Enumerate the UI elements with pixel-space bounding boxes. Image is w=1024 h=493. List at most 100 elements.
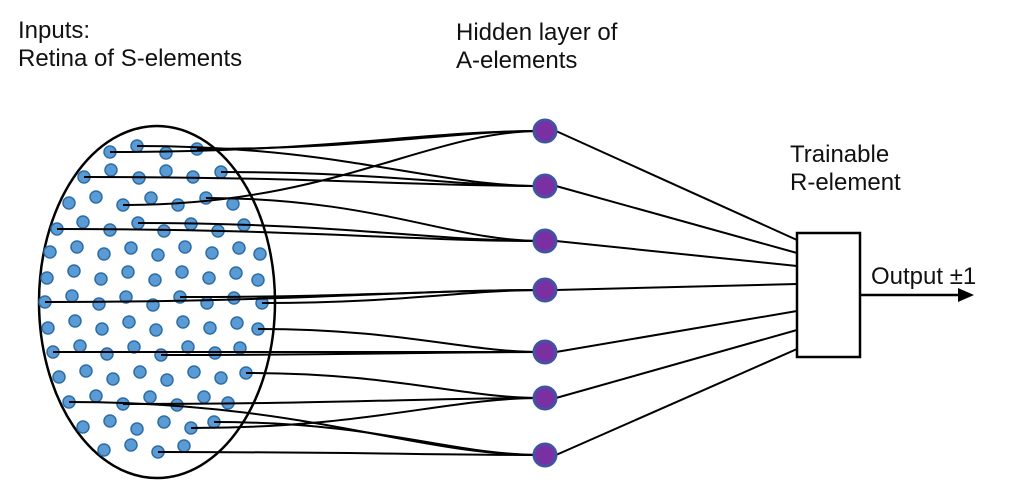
s-element-dot xyxy=(157,224,171,238)
s-dots-group xyxy=(38,139,269,459)
hidden-layer-label-line2: A-elements xyxy=(456,47,577,74)
s-element-dot xyxy=(203,321,217,335)
s-element-dot xyxy=(130,422,144,436)
s-a-connection xyxy=(157,451,542,456)
a-r-connection xyxy=(555,310,798,353)
s-a-connection xyxy=(122,130,542,206)
s-element-dot xyxy=(148,273,162,287)
s-a-connection xyxy=(261,289,542,304)
a-element-node xyxy=(532,277,558,303)
s-a-connection xyxy=(205,197,542,242)
s-element-dot xyxy=(92,297,106,311)
a-r-connection xyxy=(555,329,798,399)
s-element-dot xyxy=(68,314,82,328)
s-element-dot xyxy=(176,315,190,329)
r-box-group xyxy=(795,231,862,359)
s-element-dot xyxy=(76,215,90,229)
s-element-dot xyxy=(143,390,157,404)
s-a-connections-group xyxy=(44,130,542,456)
trainable-label-line2: R-element xyxy=(790,169,901,196)
s-element-dot xyxy=(41,321,55,335)
s-a-connection xyxy=(190,397,542,429)
s-element-dot xyxy=(100,347,114,361)
s-element-dot xyxy=(160,373,174,387)
a-elements-group xyxy=(532,118,558,468)
s-element-dot xyxy=(95,322,109,336)
s-element-dot xyxy=(177,439,191,453)
s-element-dot xyxy=(133,365,147,379)
s-element-dot xyxy=(52,370,66,384)
s-element-dot xyxy=(144,191,158,205)
s-element-dot xyxy=(97,443,111,457)
s-element-dot xyxy=(65,289,79,303)
s-element-dot xyxy=(253,247,267,261)
s-element-dot xyxy=(97,247,111,261)
s-element-dot xyxy=(151,248,165,262)
a-r-connection xyxy=(555,185,798,254)
trainable-label-line1: Trainable xyxy=(790,141,889,168)
s-element-dot xyxy=(205,246,219,260)
s-element-dot xyxy=(159,146,173,160)
s-element-dot xyxy=(76,420,90,434)
s-a-connection xyxy=(257,328,542,353)
output-label: Output ±1 xyxy=(871,263,976,290)
s-element-dot xyxy=(200,296,214,310)
output-arrowhead xyxy=(958,288,974,302)
a-r-connection xyxy=(555,348,798,456)
a-element-node xyxy=(532,173,558,199)
s-element-dot xyxy=(159,164,173,178)
a-element-node xyxy=(532,118,558,144)
s-element-dot xyxy=(67,264,81,278)
s-element-dot xyxy=(214,371,228,385)
s-a-connection xyxy=(245,372,542,399)
s-a-connection xyxy=(83,176,542,187)
s-element-dot xyxy=(104,163,118,177)
s-element-dot xyxy=(202,271,216,285)
s-element-dot xyxy=(251,273,265,287)
s-element-dot xyxy=(122,315,136,329)
a-r-connection xyxy=(555,240,798,267)
s-element-dot xyxy=(227,291,241,305)
a-element-node xyxy=(532,385,558,411)
s-element-dot xyxy=(178,240,192,254)
s-element-dot xyxy=(70,240,84,254)
s-element-dot xyxy=(171,198,185,212)
s-element-dot xyxy=(79,364,93,378)
s-element-dot xyxy=(43,245,57,259)
s-a-connection xyxy=(137,222,542,242)
s-a-connection xyxy=(196,130,542,150)
s-element-dot xyxy=(197,390,211,404)
s-element-dot xyxy=(89,389,103,403)
s-element-dot xyxy=(119,290,133,304)
s-element-dot xyxy=(89,190,103,204)
hidden-layer-label-line1: Hidden layer of xyxy=(456,19,618,46)
s-element-dot xyxy=(124,438,138,452)
s-element-dot xyxy=(62,196,76,210)
s-element-dot xyxy=(103,414,117,428)
s-element-dot xyxy=(226,197,240,211)
a-r-connections-group xyxy=(555,130,798,456)
a-element-node xyxy=(532,228,558,254)
s-a-connection xyxy=(68,401,542,456)
s-element-dot xyxy=(230,316,244,330)
inputs-label-line1: Inputs: xyxy=(18,17,90,44)
s-element-dot xyxy=(232,241,246,255)
s-element-dot xyxy=(187,365,201,379)
a-element-node xyxy=(532,339,558,365)
a-r-connection xyxy=(555,283,798,291)
s-element-dot xyxy=(106,372,120,386)
r-element-box xyxy=(795,231,862,359)
s-element-dot xyxy=(121,265,135,279)
s-element-dot xyxy=(94,272,108,286)
a-element-node xyxy=(532,442,558,468)
s-element-dot xyxy=(229,266,243,280)
s-a-connection xyxy=(122,397,542,405)
s-element-dot xyxy=(157,415,171,429)
output-arrow-group xyxy=(860,288,974,302)
inputs-label-line2: Retina of S-elements xyxy=(18,45,242,72)
a-r-connection xyxy=(555,130,798,241)
s-a-connection xyxy=(56,228,542,242)
s-element-dot xyxy=(124,241,138,255)
